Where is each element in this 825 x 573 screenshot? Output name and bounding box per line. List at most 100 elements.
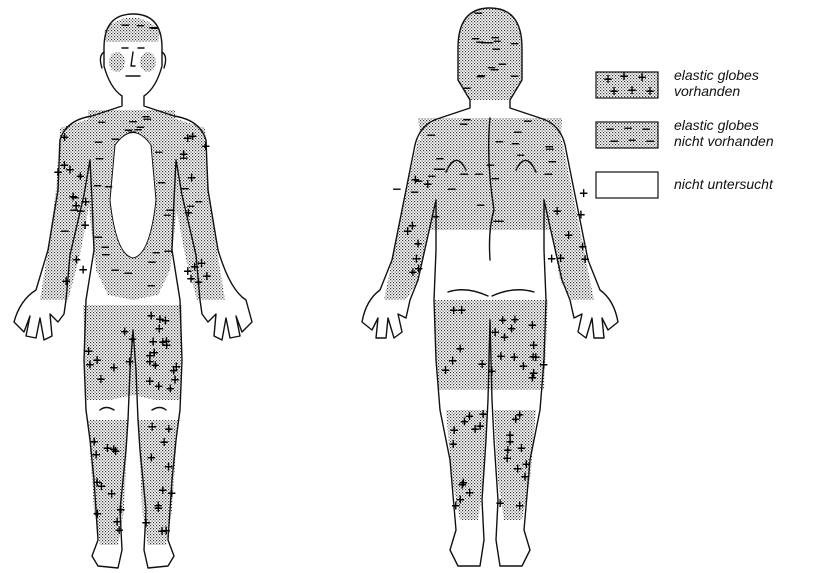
- minus-mark: −: [149, 21, 159, 35]
- plus-mark: +: [167, 486, 177, 500]
- plus-mark: +: [155, 312, 165, 326]
- plus-mark: +: [162, 338, 172, 352]
- plus-mark: +: [147, 420, 157, 434]
- plus-mark: +: [146, 308, 156, 322]
- svg-text:−: −: [609, 134, 619, 148]
- plus-mark: +: [107, 487, 117, 501]
- front-cheek-left-region: [109, 52, 125, 72]
- plus-mark: +: [556, 251, 566, 265]
- plus-mark: +: [440, 363, 450, 377]
- minus-mark: −: [180, 181, 190, 195]
- plus-mark: +: [159, 435, 169, 449]
- minus-mark: −: [142, 112, 152, 126]
- plus-mark: +: [153, 498, 163, 512]
- svg-text:+: +: [645, 84, 655, 98]
- minus-mark: −: [135, 19, 145, 33]
- minus-mark: −: [146, 279, 156, 293]
- plus-mark: +: [515, 498, 525, 512]
- front-marks: −−−−−−−−−−−−−−−−−−−−−−−−−−−−−−++++++++++…: [53, 18, 212, 538]
- minus-mark: −: [120, 18, 130, 32]
- minus-mark: −: [179, 151, 189, 165]
- plus-mark: +: [490, 325, 500, 339]
- minus-mark: −: [409, 185, 419, 199]
- plus-mark: +: [515, 407, 525, 421]
- minus-mark: −: [543, 167, 553, 181]
- minus-mark: −: [490, 31, 500, 45]
- plus-mark: +: [580, 252, 590, 266]
- minus-mark: −: [430, 209, 440, 223]
- back-view: −−−−−−−−−−−−−−−−−−−−−−−−−−−−−−−−−−−−−−++…: [362, 6, 618, 566]
- minus-mark: −: [94, 152, 104, 166]
- plus-mark: +: [459, 415, 469, 429]
- plus-mark: +: [53, 165, 63, 179]
- minus-mark: −: [509, 69, 519, 83]
- minus-mark: −: [459, 117, 469, 131]
- minus-mark: −: [475, 35, 485, 49]
- plus-mark: +: [448, 437, 458, 451]
- minus-mark: −: [474, 167, 484, 181]
- plus-mark: +: [529, 366, 539, 380]
- plus-mark: +: [202, 269, 212, 283]
- plus-mark: +: [109, 442, 119, 456]
- legend-label-absent-line1: elastic globes: [674, 117, 759, 133]
- minus-mark: −: [544, 139, 554, 153]
- plus-mark: +: [578, 240, 588, 254]
- plus-mark: +: [163, 459, 173, 473]
- minus-mark: −: [156, 175, 166, 189]
- plus-mark: +: [158, 483, 168, 497]
- plus-mark: +: [148, 335, 158, 349]
- svg-text:+: +: [609, 84, 619, 98]
- minus-mark: −: [475, 198, 485, 212]
- minus-mark: −: [110, 132, 120, 146]
- minus-mark: −: [123, 266, 133, 280]
- minus-mark: −: [494, 135, 504, 149]
- plus-mark: +: [449, 423, 459, 437]
- minus-mark: −: [163, 244, 173, 258]
- legend-swatch-not-examined: [596, 172, 658, 198]
- minus-mark: −: [516, 148, 526, 162]
- minus-mark: −: [147, 255, 157, 269]
- plus-mark: +: [96, 372, 106, 386]
- plus-mark: +: [564, 228, 574, 242]
- legend-item-present: + + + + + + elastic globes vorhanden: [596, 67, 759, 99]
- plus-mark: +: [84, 344, 94, 358]
- plus-mark: +: [465, 486, 475, 500]
- legend-label-not-examined: nicht untersucht: [674, 176, 774, 192]
- plus-mark: +: [408, 265, 418, 279]
- legend-item-not-examined: nicht untersucht: [596, 172, 774, 198]
- legend-label-present-line2: vorhanden: [674, 83, 740, 99]
- minus-mark: −: [489, 62, 499, 76]
- minus-mark: −: [100, 240, 110, 254]
- plus-mark: +: [423, 177, 433, 191]
- svg-text:−: −: [645, 134, 655, 148]
- plus-mark: +: [157, 524, 167, 538]
- plus-mark: +: [80, 218, 90, 232]
- minus-mark: −: [392, 182, 402, 196]
- minus-mark: −: [154, 145, 164, 159]
- minus-mark: −: [60, 224, 70, 238]
- minus-mark: −: [490, 172, 500, 186]
- plus-mark: +: [61, 274, 71, 288]
- plus-mark: +: [141, 516, 151, 530]
- minus-mark: −: [93, 135, 103, 149]
- plus-mark: +: [411, 251, 421, 265]
- plus-mark: +: [120, 324, 130, 338]
- plus-mark: +: [516, 441, 526, 455]
- minus-mark: −: [459, 167, 469, 181]
- minus-mark: −: [194, 195, 204, 209]
- plus-mark: +: [449, 303, 459, 317]
- legend: + + + + + + elastic globes vorhanden − −…: [596, 67, 774, 198]
- plus-mark: +: [579, 186, 589, 200]
- plus-mark: +: [188, 129, 198, 143]
- plus-mark: +: [510, 312, 520, 326]
- plus-mark: +: [165, 382, 175, 396]
- minus-mark: −: [69, 203, 79, 217]
- plus-mark: +: [146, 451, 156, 465]
- minus-mark: −: [96, 115, 106, 129]
- plus-mark: +: [477, 357, 487, 371]
- minus-mark: −: [523, 114, 533, 128]
- minus-mark: −: [165, 203, 175, 217]
- svg-text:+: +: [637, 70, 647, 84]
- plus-mark: +: [92, 507, 102, 521]
- plus-mark: +: [487, 364, 497, 378]
